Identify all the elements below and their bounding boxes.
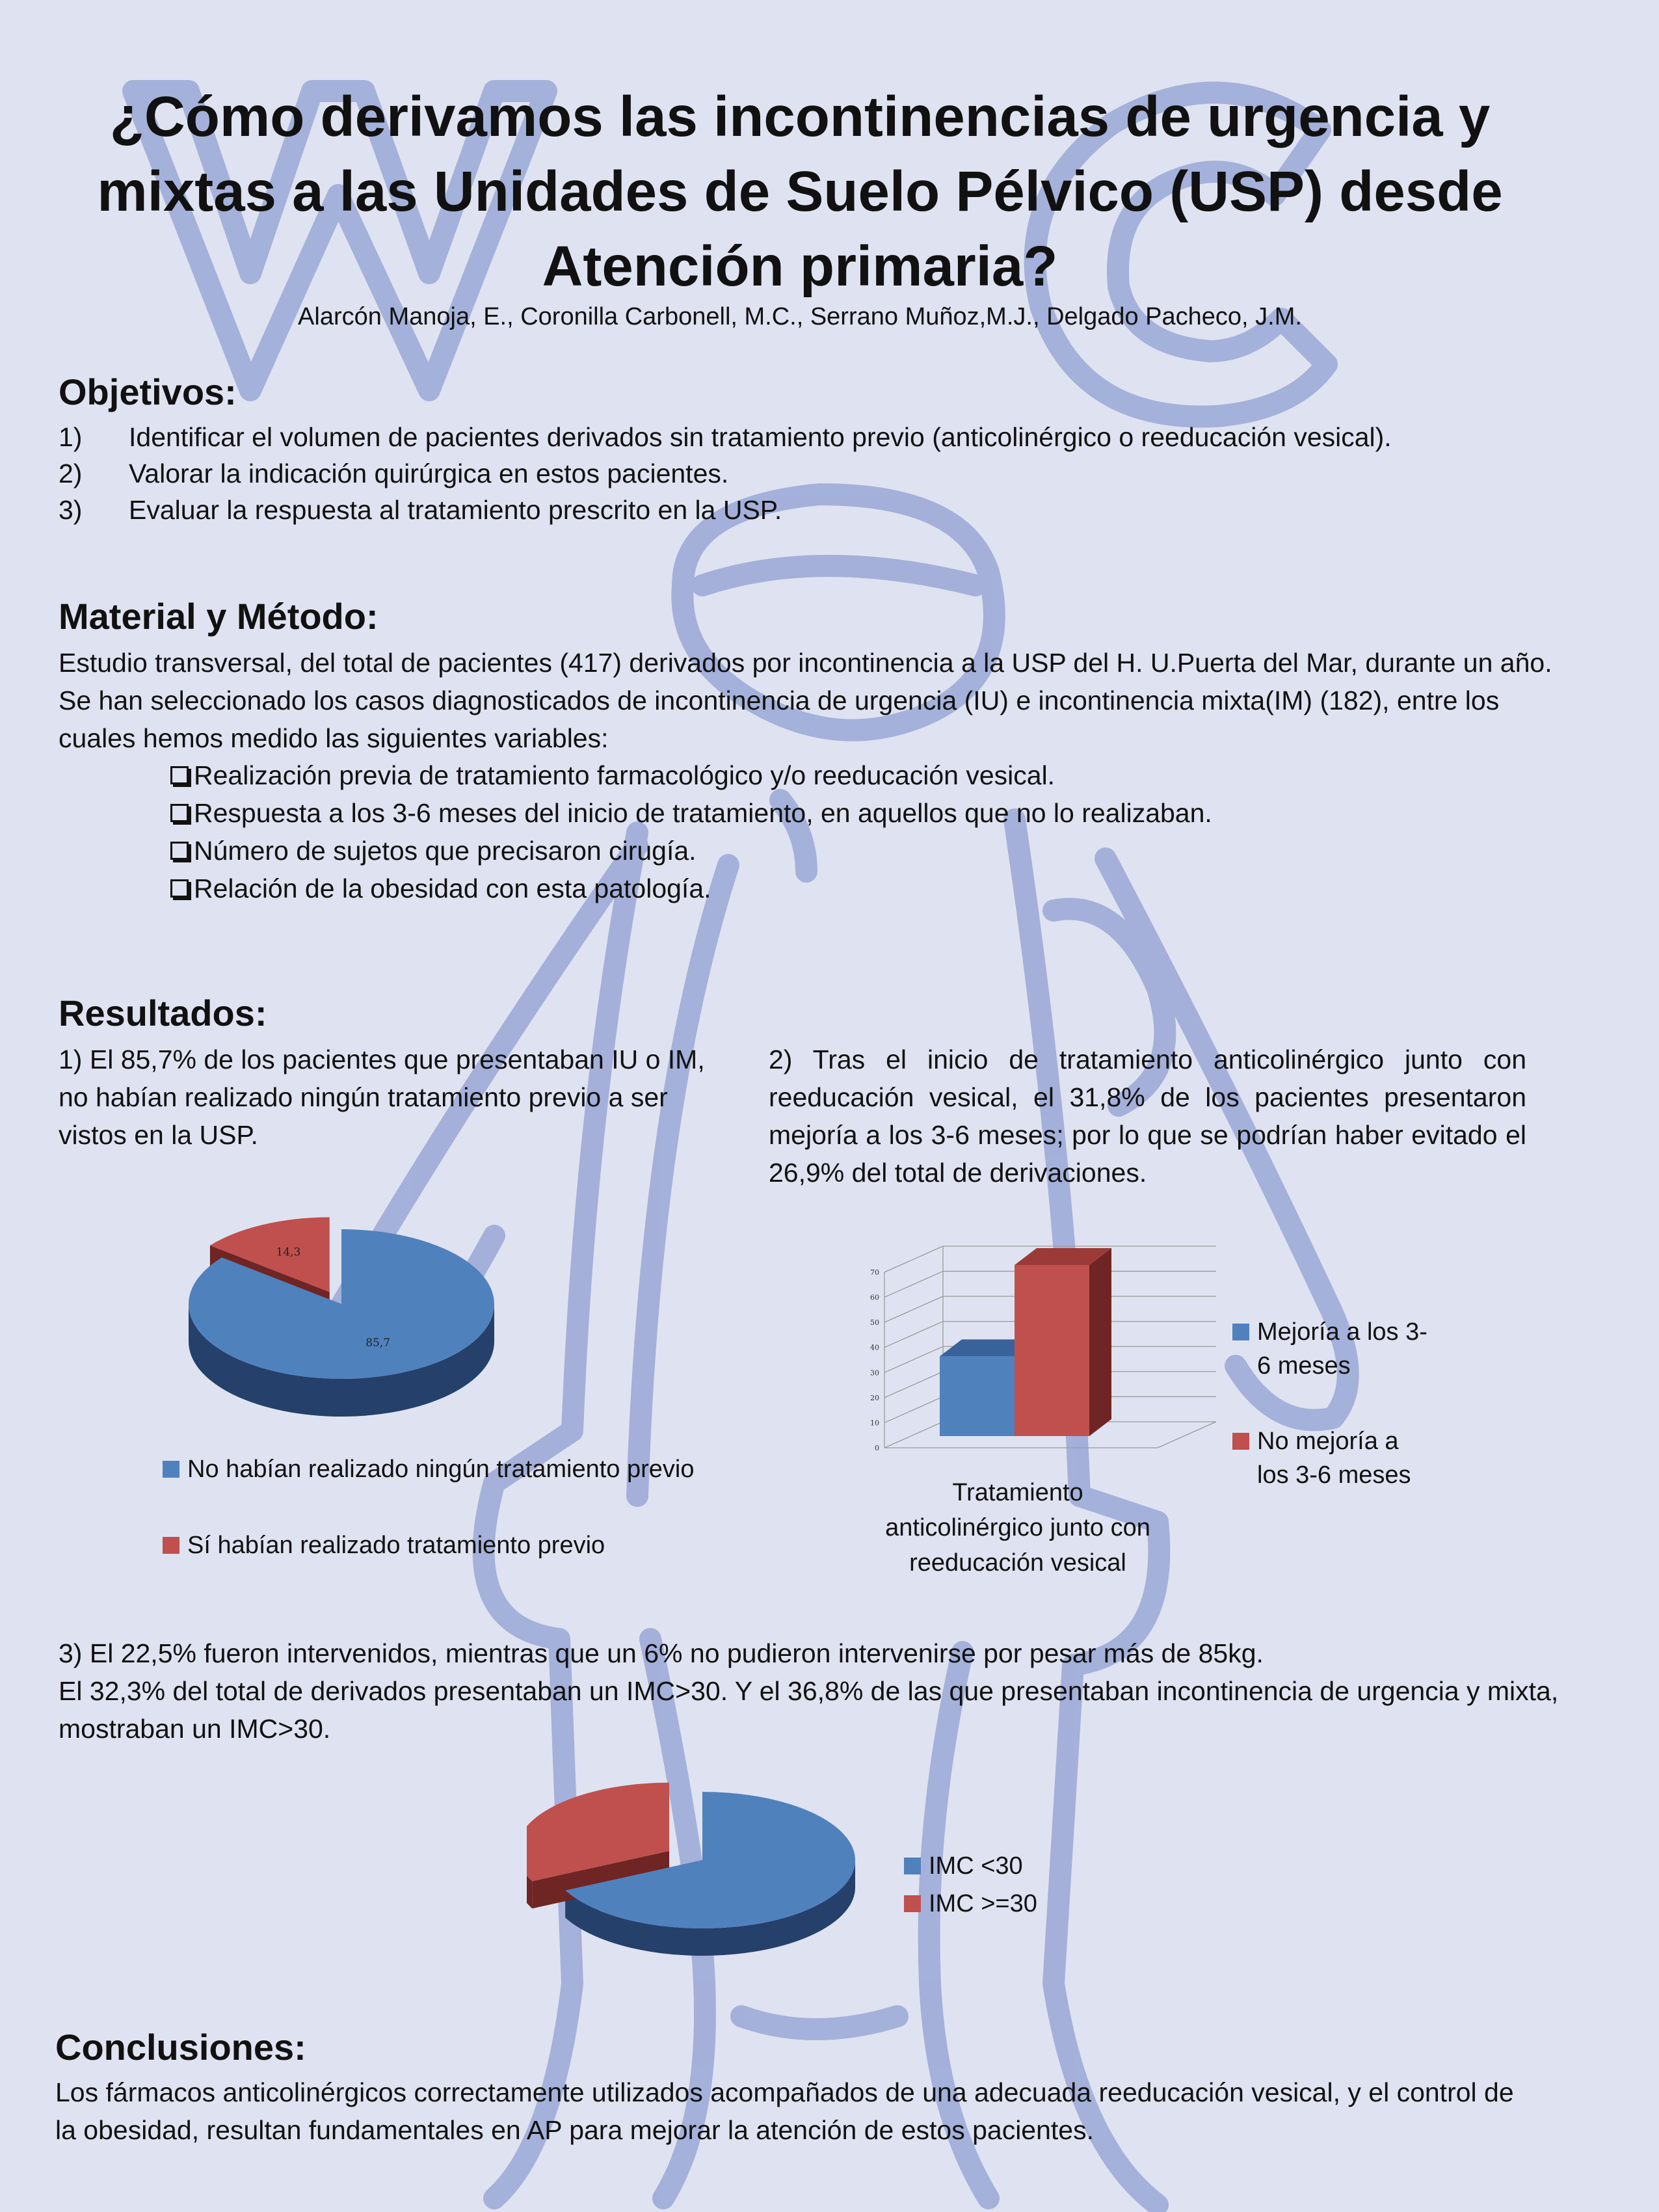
resultado-1: 1) El 85,7% de los pacientes que present… xyxy=(59,1045,705,1150)
list-item: 1)Identificar el volumen de pacientes de… xyxy=(59,422,1392,452)
poster-title: ¿Cómo derivamos las incontinencias de ur… xyxy=(97,85,1503,298)
y-tick-label: 60 xyxy=(870,1294,879,1302)
bar-category-label: Tratamiento anticolinérgico junto con re… xyxy=(885,1479,1150,1577)
conclusiones-text: Los fármacos anticolinérgicos correctame… xyxy=(55,2077,1514,2145)
objetivos-list: 1)Identificar el volumen de pacientes de… xyxy=(59,419,1392,528)
list-item: 2)Valorar la indicación quirúrgica en es… xyxy=(59,459,729,488)
bar-front xyxy=(1015,1264,1089,1436)
legend-item-si-tratamiento: Sí habían realizado tratamiento previo xyxy=(163,1528,605,1562)
chart-pie-imc xyxy=(527,1782,855,1956)
checkbox-bullet-icon xyxy=(170,804,189,822)
legend-swatch xyxy=(904,1895,921,1912)
legend-swatch xyxy=(163,1461,179,1478)
y-tick-label: 50 xyxy=(870,1318,879,1327)
list-item: Respuesta a los 3-6 meses del inicio de … xyxy=(170,794,1212,832)
y-tick-label: 70 xyxy=(870,1268,879,1277)
chart-bar-mejoria: 0 10 20 30 40 50 60 70 xyxy=(870,1246,1217,1452)
grid-line xyxy=(884,1270,944,1298)
legend-item-imc-menor-30: IMC <30 xyxy=(904,1849,1023,1883)
resultados-heading: Resultados: xyxy=(59,993,267,1033)
grid-line xyxy=(884,1346,944,1373)
checkbox-bullet-icon xyxy=(170,842,189,860)
grid-line xyxy=(884,1396,944,1424)
grid-line xyxy=(884,1246,944,1273)
pie-slice-side xyxy=(565,1860,855,1956)
pie-data-label: 85,7 xyxy=(365,1337,390,1350)
resultado-3a: 3) El 22,5% fueron intervenidos, mientra… xyxy=(59,1638,1264,1668)
metodo-intro: Estudio transversal, del total de pacien… xyxy=(59,648,1552,753)
legend-item-mejoria: Mejoría a los 3-6 meses xyxy=(1232,1315,1427,1383)
conclusiones-heading: Conclusiones: xyxy=(55,2027,306,2068)
legend-item-no-tratamiento: No habían realizado ningún tratamiento p… xyxy=(163,1452,695,1486)
pie-slice xyxy=(527,1782,670,1882)
list-item: 3)Evaluar la respuesta al tratamiento pr… xyxy=(59,495,782,525)
legend-swatch xyxy=(163,1537,179,1554)
legend-swatch xyxy=(1232,1433,1249,1450)
legend-swatch xyxy=(1232,1324,1249,1340)
legend-item-imc-mayor-30: IMC >=30 xyxy=(904,1887,1037,1921)
grid-line xyxy=(884,1321,944,1348)
grid-line xyxy=(884,1296,944,1323)
chart-pie-tratamiento-previo: 85,7 14,3 xyxy=(189,1217,494,1417)
metodo-variables-list: Realización previa de tratamiento farmac… xyxy=(170,756,1212,907)
y-tick-label: 20 xyxy=(870,1394,879,1402)
pie-slice xyxy=(565,1792,855,1928)
bar-top xyxy=(1015,1247,1111,1265)
bar-side xyxy=(1089,1247,1111,1436)
checkbox-bullet-icon xyxy=(170,766,189,784)
y-tick-label: 40 xyxy=(870,1344,879,1352)
legend-swatch xyxy=(904,1858,921,1874)
authors: Alarcón Manoja, E., Coronilla Carbonell,… xyxy=(298,303,1302,330)
pie-slice xyxy=(189,1229,494,1379)
floor-edge xyxy=(1157,1421,1217,1448)
grid-line xyxy=(884,1371,944,1398)
legend-item-no-mejoria: No mejoría a los 3-6 meses xyxy=(1232,1424,1427,1492)
pie-slice-side xyxy=(189,1304,494,1417)
y-tick-label: 10 xyxy=(870,1419,879,1427)
y-tick-label: 0 xyxy=(875,1444,879,1452)
metodo-heading: Material y Método: xyxy=(59,596,378,637)
list-item: Realización previa de tratamiento farmac… xyxy=(170,756,1212,794)
list-item: Relación de la obesidad con esta patolog… xyxy=(170,870,1212,907)
list-item: Número de sujetos que precisaron cirugía… xyxy=(170,832,1212,870)
resultado-3b: El 32,3% del total de derivados presenta… xyxy=(59,1676,1559,1744)
pie-data-label: 14,3 xyxy=(276,1246,301,1259)
y-tick-label: 30 xyxy=(870,1368,879,1377)
grid-line xyxy=(884,1421,944,1448)
pie-slice-side xyxy=(527,1875,533,1909)
bar-front xyxy=(940,1356,1015,1436)
bar-top xyxy=(940,1339,1037,1357)
resultado-2: 2) Tras el inicio de tratamiento anticol… xyxy=(769,1045,1526,1188)
objetivos-heading: Objetivos: xyxy=(59,371,237,412)
pie-slice-face xyxy=(532,1850,670,1909)
pie-slice xyxy=(209,1217,330,1292)
checkbox-bullet-icon xyxy=(170,879,189,898)
